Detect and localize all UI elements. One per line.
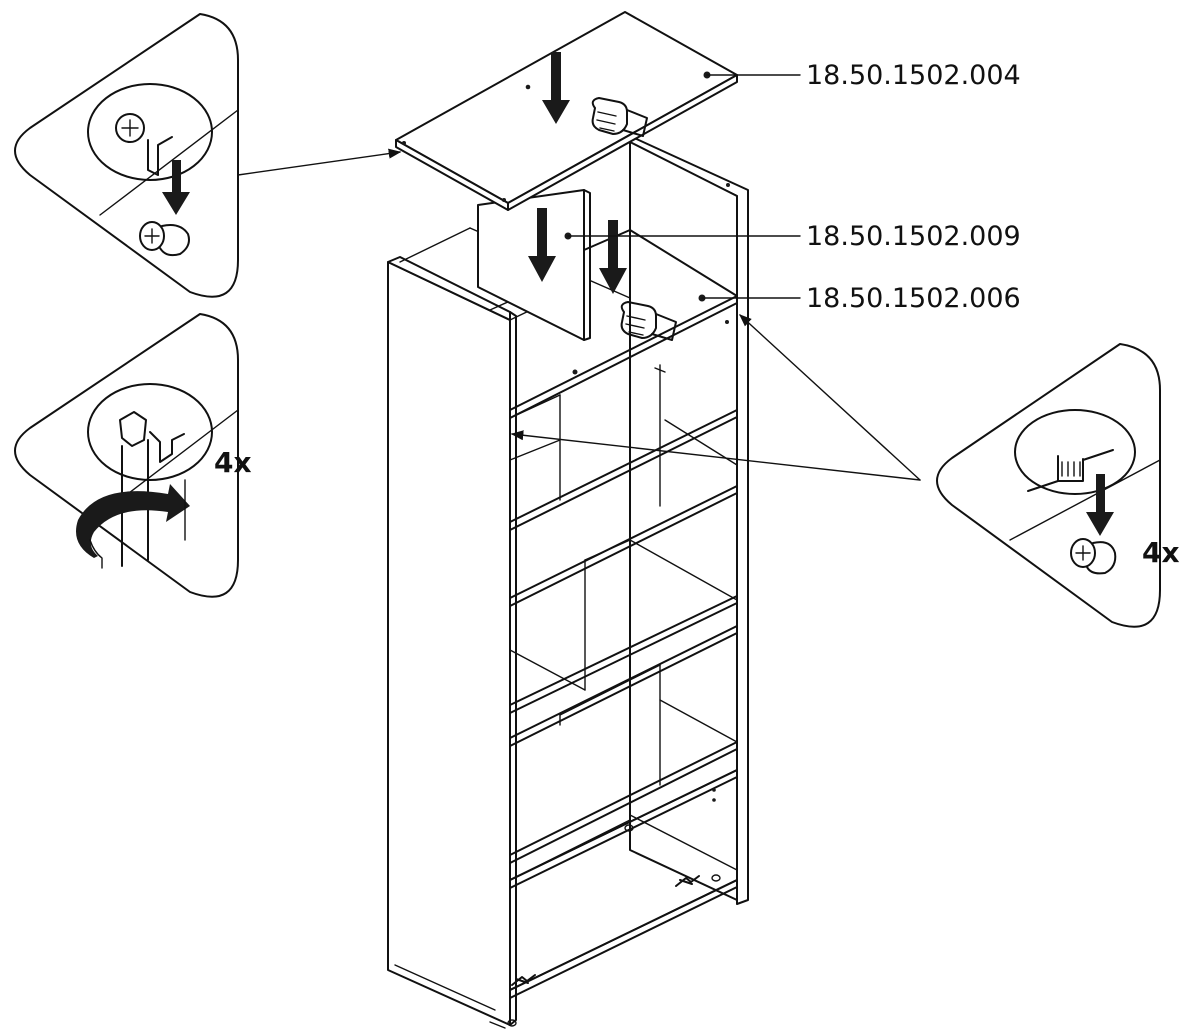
bottom-panel [509, 879, 738, 999]
cabinet [387, 135, 749, 1029]
cam-lock-detail-icon [14, 13, 239, 298]
cam-marker-icon [675, 875, 700, 887]
quantity-label-screwdriver: 4x [214, 446, 252, 479]
left-side-panel-front [387, 261, 511, 1026]
left-side-panel-edge [509, 311, 517, 1026]
cam-bolt-insert-icon [936, 343, 1161, 628]
down-arrow-icon [528, 208, 556, 282]
part-label-shelf: 18.50.1502.006 [806, 283, 1021, 314]
cam-bolt-icon [1070, 538, 1117, 575]
quantity-label-cam-insert: 4x [1142, 536, 1180, 569]
cam-marker-icon [511, 974, 536, 986]
leader-lines [564, 71, 801, 302]
down-arrow-icon [599, 220, 627, 294]
shelf-panel [583, 143, 738, 297]
part-label-back-divider: 18.50.1502.009 [806, 221, 1021, 252]
top-panel [395, 11, 738, 211]
hand-push-icon [620, 301, 677, 341]
shelf-2 [509, 409, 738, 531]
down-arrow-icon [542, 52, 570, 124]
back-divider-panel [477, 189, 591, 341]
shelf-1 [509, 295, 738, 419]
screwdriver-rotate-icon [14, 313, 239, 598]
callout-arrows [237, 148, 921, 481]
part-label-top-panel: 18.50.1502.004 [806, 60, 1021, 91]
hand-push-icon [591, 97, 648, 137]
cam-bolt-icon [139, 221, 190, 257]
shelf-4 [509, 741, 738, 864]
back-panel [629, 141, 738, 901]
